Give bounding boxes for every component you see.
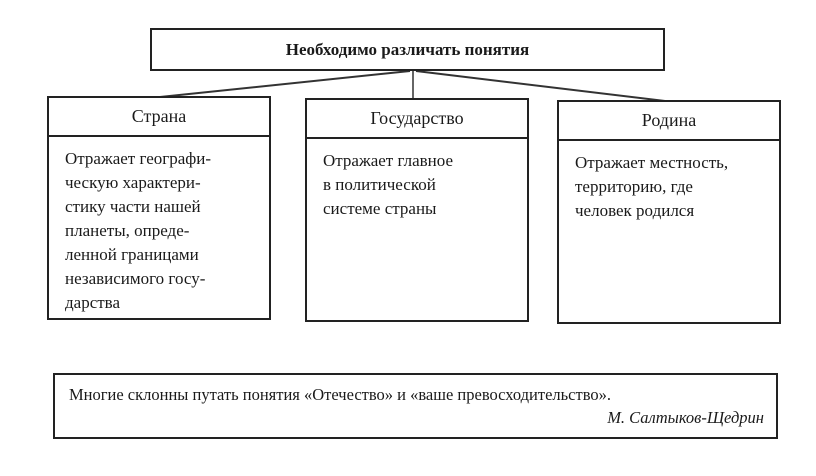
- text-line: в политической: [323, 175, 436, 194]
- text-line: Отражает географи-: [65, 149, 212, 168]
- quote-box: Многие склонны путать понятия «Отечество…: [53, 373, 778, 439]
- text-line: дарства: [65, 293, 121, 312]
- title: Необходимо различать понятия: [285, 39, 530, 59]
- quote-author: М. Салтыков-Щедрин: [607, 408, 764, 427]
- text-line: стику части нашей: [65, 197, 201, 216]
- text-line: Отражает главное: [323, 151, 453, 170]
- concept-box-gosudarstvo: Государство Отражает главное в политичес…: [305, 98, 529, 322]
- concept-description: Отражает географи- ческую характери- сти…: [49, 137, 269, 315]
- text-line: Отражает местность,: [575, 153, 729, 172]
- concept-description: Отражает местность, территорию, где чело…: [559, 141, 779, 223]
- text-line: ленной границами: [65, 245, 199, 264]
- concept-box-rodina: Родина Отражает местность, территорию, г…: [557, 100, 781, 324]
- quote-text: Многие склонны путать понятия «Отечество…: [69, 385, 612, 404]
- concept-header: Страна: [49, 98, 269, 137]
- concept-description: Отражает главное в политической системе …: [307, 139, 527, 221]
- concept-box-strana: Страна Отражает географи- ческую характе…: [47, 96, 271, 320]
- text-line: человек родился: [575, 201, 695, 220]
- text-line: территорию, где: [575, 177, 693, 196]
- text-line: независимого госу-: [65, 269, 206, 288]
- concept-header: Государство: [307, 100, 527, 139]
- title-box: Необходимо различать понятия: [150, 28, 665, 71]
- text-line: ческую характери-: [65, 173, 201, 192]
- text-line: планеты, опреде-: [65, 221, 190, 240]
- concept-header: Родина: [559, 102, 779, 141]
- text-line: системе страны: [323, 199, 437, 218]
